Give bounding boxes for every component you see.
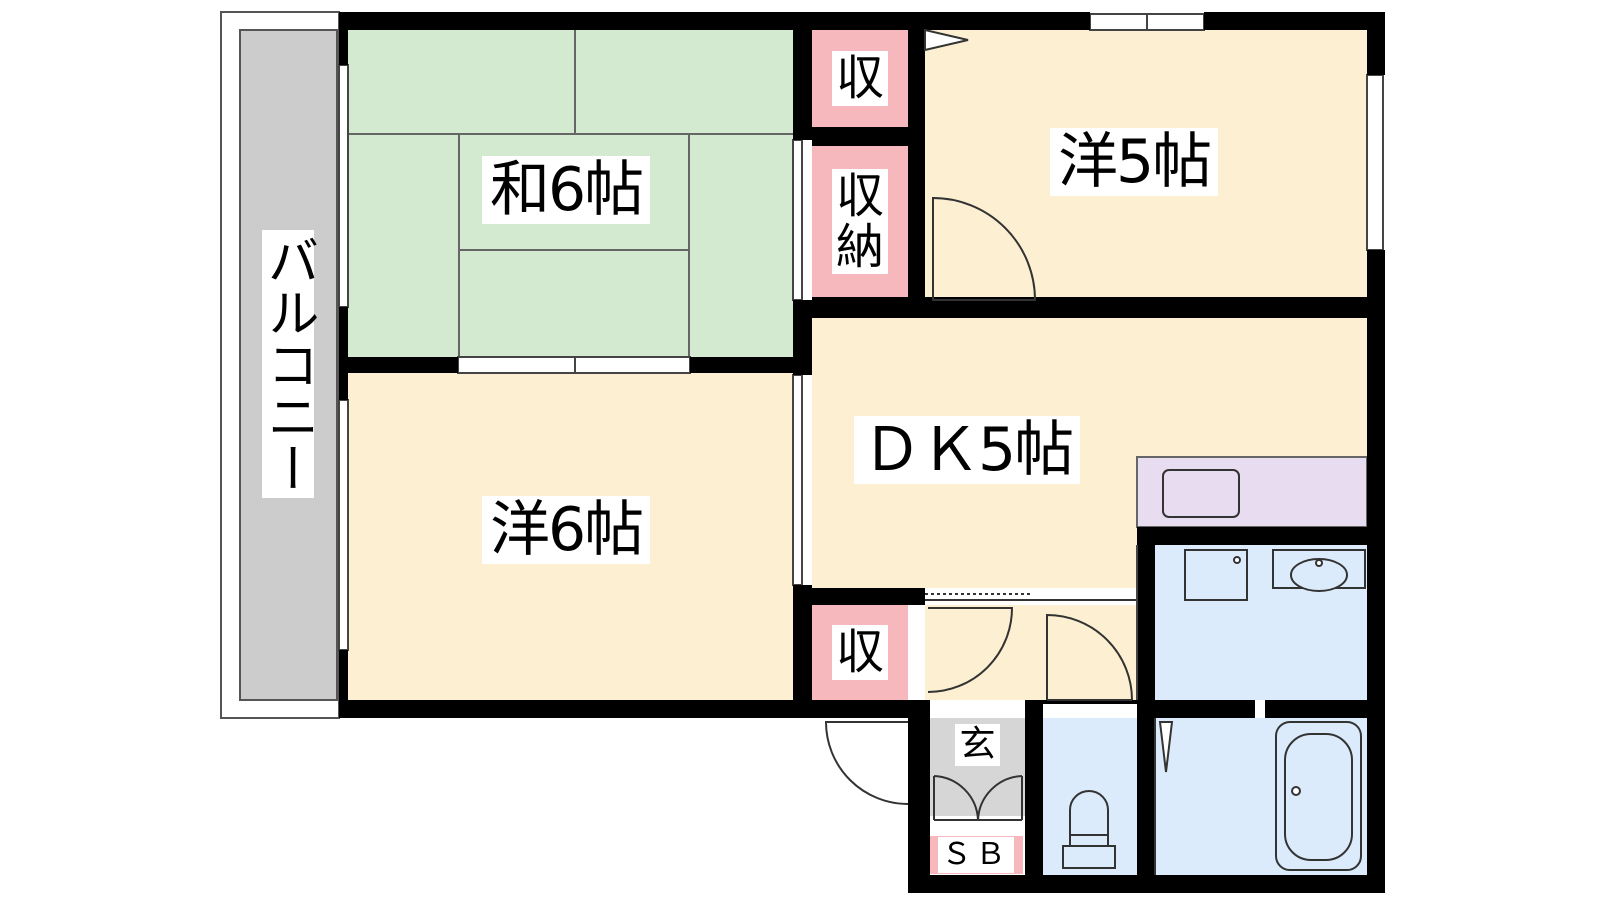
storage-label-top: 収 [812, 30, 908, 127]
entrance-label: 玄 [930, 722, 1025, 768]
hall-floor [925, 605, 1137, 700]
shoebox-label: ＳＢ [928, 836, 1023, 874]
tatami-lines [348, 30, 793, 357]
sink-basin [1162, 469, 1240, 518]
balcony-label: バルコニー [258, 230, 318, 498]
storage-label-middle: 収 納 [812, 146, 908, 297]
room-label-dk: ＤＫ5帖 [854, 416, 1081, 484]
door-swings [824, 28, 1174, 875]
washer-pan [1184, 549, 1248, 601]
walls [339, 12, 1385, 893]
room-label-yoshitsu6: 洋6帖 [482, 496, 651, 564]
room-label-yoshitsu5: 洋5帖 [1050, 128, 1219, 196]
toilet-tank [1062, 845, 1116, 869]
room-label-washitsu: 和6帖 [482, 156, 651, 224]
bathtub-inner [1284, 733, 1353, 861]
storage-label-lower: 収 [812, 605, 908, 700]
fixtures [1062, 469, 1366, 871]
toilet-bowl [1069, 790, 1109, 847]
